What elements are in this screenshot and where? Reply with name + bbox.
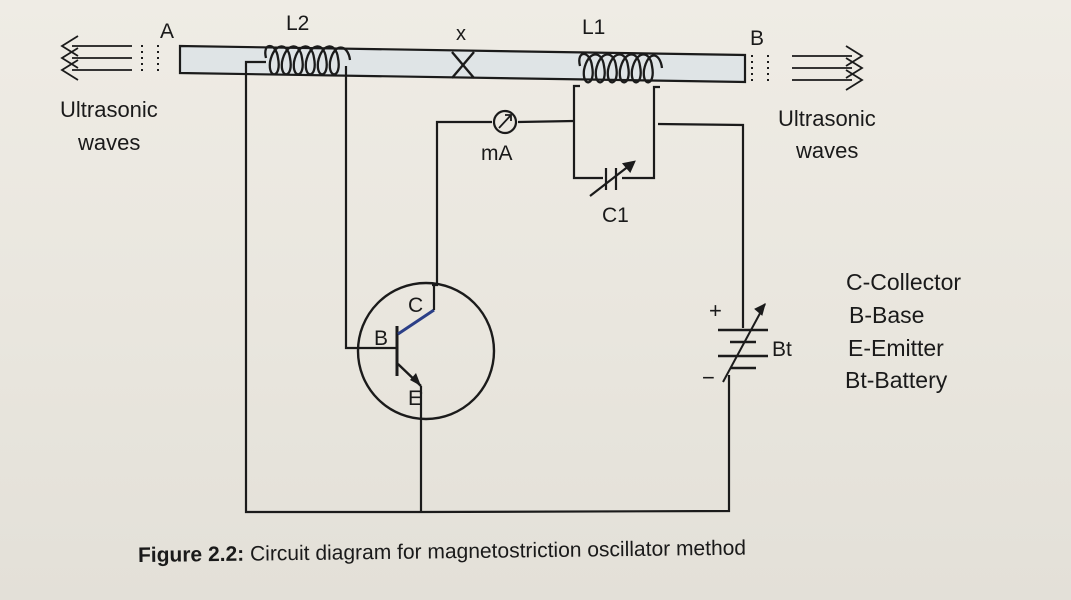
battery (718, 303, 768, 383)
coil-l2 (264, 44, 352, 76)
rod-end-a-dots (141, 45, 159, 74)
legend-item: B-Base (849, 302, 924, 328)
label-coil-l2: L2 (286, 12, 309, 35)
legend: C-Collector B-Base E-Emitter Bt-Battery (845, 269, 961, 393)
label-waves-left-line2: waves (77, 130, 140, 155)
label-end-a: A (160, 20, 174, 43)
coil-l1 (578, 52, 664, 84)
label-base: B (374, 327, 388, 350)
label-collector: C (408, 294, 423, 317)
label-battery-minus: − (702, 365, 715, 390)
label-meter: mA (481, 142, 513, 165)
figure-caption-text: Circuit diagram for magnetostriction osc… (249, 536, 747, 566)
circuit-wiring (244, 60, 745, 514)
label-battery: Bt (772, 338, 792, 361)
legend-item: Bt-Battery (845, 367, 948, 393)
label-waves-right-line1: Ultrasonic (778, 106, 876, 131)
legend-item: C-Collector (846, 269, 961, 295)
figure-caption-label: Figure 2.2: (137, 542, 245, 567)
label-capacitor: C1 (602, 204, 629, 227)
milliammeter (492, 109, 518, 135)
label-coil-l1: L1 (582, 16, 605, 39)
label-emitter: E (408, 387, 422, 410)
label-waves-right-line2: waves (795, 138, 858, 163)
variable-capacitor (589, 160, 636, 197)
transistor (356, 281, 496, 421)
left-wave-arrows (60, 35, 132, 81)
label-rod-center: x (456, 23, 466, 45)
right-wave-arrows (792, 45, 864, 91)
legend-item: E-Emitter (848, 335, 944, 361)
label-battery-plus: + (709, 298, 722, 323)
rod-end-b-dots (751, 55, 769, 83)
label-end-b: B (750, 27, 764, 50)
label-waves-left-line1: Ultrasonic (60, 97, 158, 122)
rod-center-mark (451, 51, 475, 79)
